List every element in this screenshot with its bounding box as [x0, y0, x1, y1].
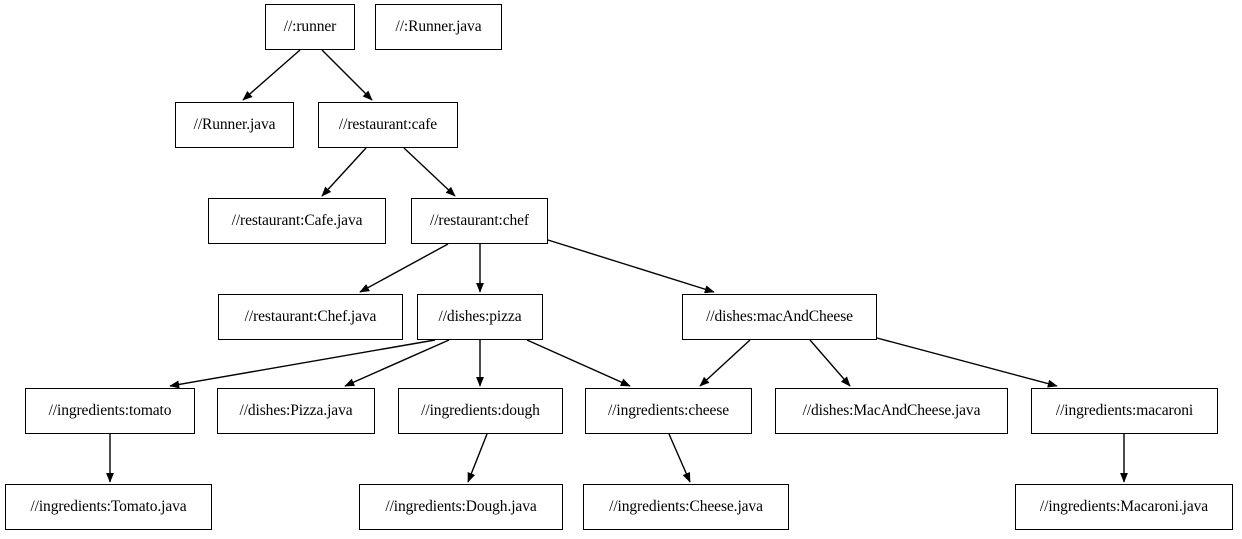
graph-edge-dishes_pizza-to-ing_cheese: [526, 339, 631, 387]
graph-edge-dishes_pizza-to-dishes_pizza_java: [344, 339, 450, 387]
graph-node-label: //dishes:MacAndCheese.java: [802, 402, 981, 420]
graph-node-label: //restaurant:Cafe.java: [231, 212, 363, 230]
graph-node-label: //:Runner.java: [395, 18, 482, 36]
graph-edge-restaurant_chef-to-dishes_macandcheese: [547, 239, 715, 294]
graph-edge-runner-to-restaurant_cafe: [321, 49, 373, 101]
graph-node-label: //ingredients:dough: [421, 402, 540, 420]
graph-edge-restaurant_chef-to-restaurant_chef_java: [359, 243, 449, 293]
graph-edge-dishes_macandcheese-to-dishes_mac_java: [809, 339, 851, 387]
graph-node-ing_dough_java[interactable]: //ingredients:Dough.java: [359, 484, 563, 530]
graph-node-label: //ingredients:Tomato.java: [30, 498, 187, 516]
graph-node-ing_tomato_java[interactable]: //ingredients:Tomato.java: [5, 484, 212, 530]
graph-node-label: //restaurant:Chef.java: [244, 308, 377, 326]
graph-node-label: //Runner.java: [193, 116, 276, 134]
graph-node-label: //restaurant:chef: [430, 212, 529, 230]
graph-node-dishes_mac_java[interactable]: //dishes:MacAndCheese.java: [775, 388, 1008, 434]
graph-node-ing_dough[interactable]: //ingredients:dough: [398, 388, 563, 434]
graph-node-label: //ingredients:Cheese.java: [609, 498, 763, 516]
graph-edge-dishes_macandcheese-to-ing_cheese: [699, 339, 751, 387]
graph-node-ing_cheese[interactable]: //ingredients:cheese: [585, 388, 752, 434]
graph-edge-restaurant_cafe-to-restaurant_cafe_java: [321, 147, 367, 197]
graph-node-restaurant_chef_java[interactable]: //restaurant:Chef.java: [218, 294, 403, 340]
graph-node-label: //ingredients:tomato: [48, 402, 172, 420]
graph-edge-restaurant_cafe-to-restaurant_chef: [403, 147, 456, 197]
graph-node-dishes_pizza[interactable]: //dishes:pizza: [417, 294, 543, 340]
graph-node-restaurant_chef[interactable]: //restaurant:chef: [411, 198, 548, 244]
graph-node-dishes_pizza_java[interactable]: //dishes:Pizza.java: [217, 388, 375, 434]
graph-edge-runner-to-runner_java: [242, 49, 301, 101]
graph-node-label: //dishes:Pizza.java: [239, 402, 353, 420]
graph-edge-ing_dough-to-ing_dough_java: [467, 433, 488, 483]
graph-node-label: //:runner: [283, 18, 337, 36]
graph-node-label: //restaurant:cafe: [338, 116, 438, 134]
graph-node-label: //dishes:pizza: [438, 308, 522, 326]
graph-node-runner_java[interactable]: //Runner.java: [175, 102, 294, 148]
graph-node-label: //ingredients:macaroni: [1055, 402, 1194, 420]
graph-node-restaurant_cafe[interactable]: //restaurant:cafe: [318, 102, 458, 148]
graph-node-label: //ingredients:Dough.java: [385, 498, 537, 516]
graph-node-label: //dishes:macAndCheese: [706, 308, 853, 326]
graph-edge-ing_cheese-to-ing_cheese_java: [668, 433, 691, 483]
graph-node-dishes_macandcheese[interactable]: //dishes:macAndCheese: [682, 294, 877, 340]
graph-node-runner[interactable]: //:runner: [265, 4, 355, 50]
graph-node-label: //ingredients:Macaroni.java: [1039, 498, 1209, 516]
graph-node-ing_macaroni_java[interactable]: //ingredients:Macaroni.java: [1015, 484, 1233, 530]
graph-node-root_runner_java[interactable]: //:Runner.java: [375, 4, 502, 50]
graph-node-ing_macaroni[interactable]: //ingredients:macaroni: [1031, 388, 1218, 434]
graph-node-restaurant_cafe_java[interactable]: //restaurant:Cafe.java: [208, 198, 386, 244]
graph-node-ing_cheese_java[interactable]: //ingredients:Cheese.java: [583, 484, 789, 530]
graph-edge-dishes_macandcheese-to-ing_macaroni: [876, 337, 1058, 388]
graph-edge-dishes_pizza-to-ing_tomato: [169, 339, 436, 389]
graph-node-label: //ingredients:cheese: [607, 402, 730, 420]
graph-node-ing_tomato[interactable]: //ingredients:tomato: [25, 388, 195, 434]
